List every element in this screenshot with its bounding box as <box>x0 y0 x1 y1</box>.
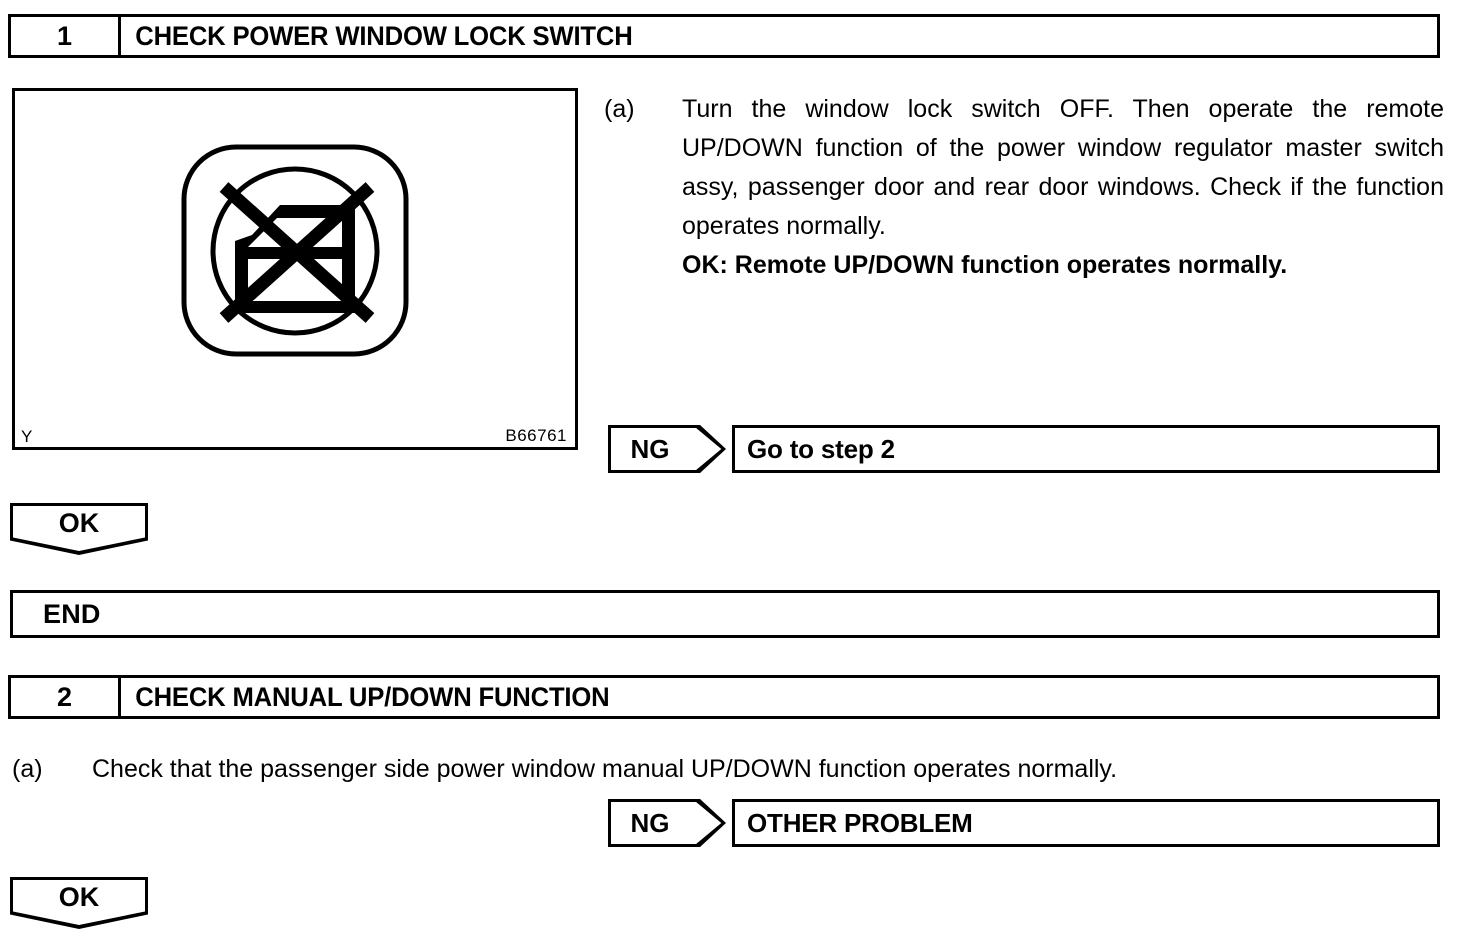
step-1-title: CHECK POWER WINDOW LOCK SWITCH <box>135 20 633 51</box>
step-2-ok-tag: OK <box>10 877 148 929</box>
ng-arrow-shape <box>608 425 726 473</box>
step-2-ng-result[interactable]: OTHER PROBLEM <box>732 799 1440 847</box>
step-2-ng-tag: NG <box>608 799 726 847</box>
step-1-procedure-body: Turn the window lock switch OFF. Then op… <box>682 90 1444 285</box>
step-1-ng-label: NG <box>630 433 670 464</box>
step-1-ng-tag: NG <box>608 425 726 473</box>
step-1-procedure-text: Turn the window lock switch OFF. Then op… <box>682 95 1444 240</box>
step-2-ng-row: NG OTHER PROBLEM <box>608 799 1440 847</box>
window-lock-off-icon <box>181 144 409 357</box>
step-2-procedure-text: Check that the passenger side power wind… <box>92 755 1118 783</box>
step-2-procedure-label: (a) <box>12 755 43 783</box>
step-1-ng-row: NG Go to step 2 <box>608 425 1440 473</box>
end-block: END <box>10 590 1440 638</box>
step-2-ok-label: OK <box>58 881 100 912</box>
step-2-ng-label: NG <box>630 807 670 838</box>
step-2-procedure: (a) Check that the passenger side power … <box>12 752 1432 786</box>
window-lock-off-symbol <box>180 143 410 363</box>
step-2-title: CHECK MANUAL UP/DOWN FUNCTION <box>135 681 610 712</box>
step-1-ok-label: OK <box>58 507 100 538</box>
step-1-ok-criteria: OK: Remote UP/DOWN function operates nor… <box>682 251 1288 279</box>
step-2-number: 2 <box>11 678 121 716</box>
step-1-ok-tag: OK <box>10 503 148 555</box>
ng-arrow-shape <box>608 799 726 847</box>
step-2-header: 2 CHECK MANUAL UP/DOWN FUNCTION <box>8 675 1440 719</box>
step-1-header: 1 CHECK POWER WINDOW LOCK SWITCH <box>8 14 1440 58</box>
step-1-number: 1 <box>11 17 121 55</box>
end-label: END <box>43 598 101 629</box>
illustration-reference-code: B66761 <box>505 426 567 445</box>
step-1-ng-result[interactable]: Go to step 2 <box>732 425 1440 473</box>
step-1-illustration-frame: Y B66761 <box>12 88 578 450</box>
step-1-procedure: (a) Turn the window lock switch OFF. The… <box>604 90 1444 285</box>
illustration-corner-label: Y <box>21 427 33 446</box>
step-1-procedure-label: (a) <box>604 95 635 123</box>
